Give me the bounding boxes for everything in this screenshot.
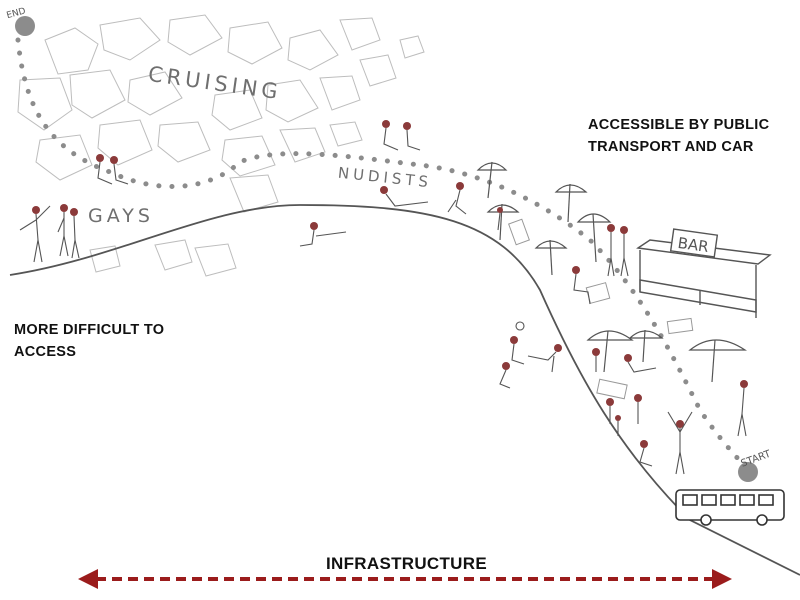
infrastructure-arrow bbox=[78, 569, 732, 589]
umbrella-icon bbox=[476, 162, 508, 171]
person-icon bbox=[527, 344, 562, 373]
person-icon bbox=[634, 394, 642, 424]
person-icon bbox=[70, 208, 80, 259]
beach-umbrellas bbox=[476, 161, 747, 383]
difficult-annotation: MORE DIFFICULT TO ACCESS bbox=[14, 319, 164, 363]
difficult-line-1: MORE DIFFICULT TO bbox=[14, 322, 165, 338]
umbrella-icon bbox=[576, 213, 612, 223]
person-icon bbox=[96, 154, 129, 185]
person-icon bbox=[624, 354, 657, 373]
person-icon bbox=[607, 224, 615, 277]
person-icon bbox=[497, 207, 503, 231]
umbrella-icon bbox=[534, 240, 568, 249]
person-icon bbox=[606, 398, 614, 424]
accessible-line-1: ACCESSIBLE BY PUBLIC bbox=[588, 117, 770, 133]
ball-icon bbox=[515, 321, 525, 331]
umbrella-icon bbox=[586, 330, 634, 341]
person-icon bbox=[639, 440, 653, 467]
walking-route bbox=[15, 37, 751, 473]
rocks-area bbox=[17, 14, 425, 277]
person-icon bbox=[380, 182, 467, 215]
shoreline bbox=[9, 204, 800, 576]
person-icon bbox=[737, 380, 748, 437]
bar-sign: BAR bbox=[677, 234, 710, 256]
person-icon bbox=[19, 205, 51, 263]
person-icon bbox=[667, 411, 693, 475]
people bbox=[19, 120, 748, 475]
umbrella-icon bbox=[688, 339, 747, 351]
person-icon bbox=[620, 226, 629, 277]
arrow-left-icon bbox=[78, 569, 98, 589]
difficult-line-2: ACCESS bbox=[14, 344, 77, 360]
route-end-label: END bbox=[6, 6, 27, 21]
person-icon bbox=[592, 348, 600, 372]
person-icon bbox=[615, 415, 621, 436]
beach-bar: BAR bbox=[636, 228, 772, 318]
umbrella-icon bbox=[486, 204, 520, 213]
route-end-marker bbox=[15, 16, 35, 36]
accessible-annotation: ACCESSIBLE BY PUBLIC TRANSPORT AND CAR bbox=[588, 114, 769, 158]
person-icon bbox=[382, 120, 421, 151]
person-icon bbox=[57, 204, 69, 257]
accessible-line-2: TRANSPORT AND CAR bbox=[588, 139, 754, 155]
infrastructure-label: INFRASTRUCTURE bbox=[326, 554, 487, 573]
zone-label-gays: GAYS bbox=[88, 205, 154, 227]
person-icon bbox=[499, 362, 511, 389]
umbrella-icon bbox=[554, 184, 588, 193]
bus-icon bbox=[675, 489, 785, 526]
route-start-marker bbox=[738, 462, 758, 482]
beach-towels bbox=[508, 218, 694, 400]
person-icon bbox=[299, 222, 347, 247]
arrow-right-icon bbox=[712, 569, 732, 589]
person-icon bbox=[572, 266, 591, 305]
umbrella-icon bbox=[628, 330, 664, 339]
person-icon bbox=[510, 336, 525, 365]
